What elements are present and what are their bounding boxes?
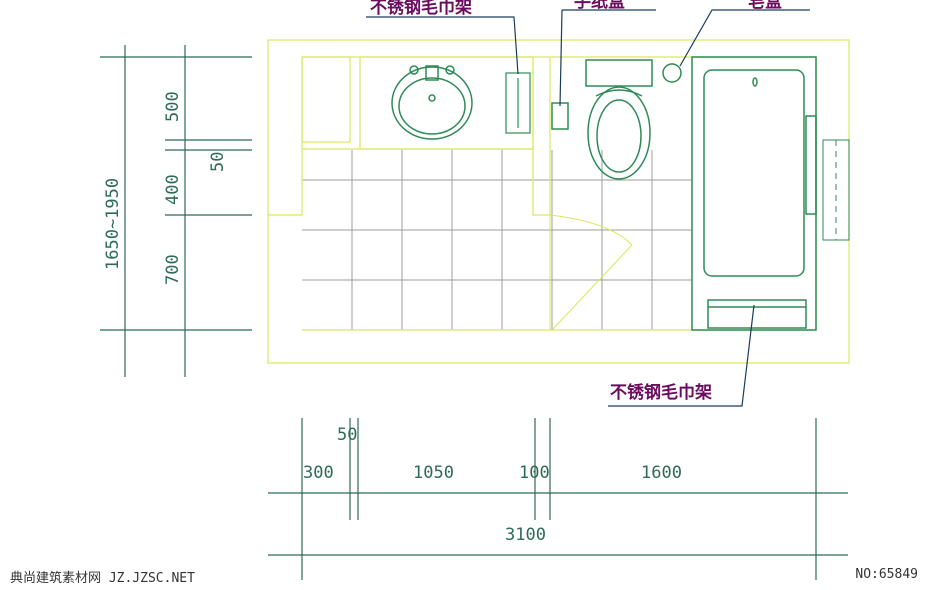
dim-h-1600: 1600 bbox=[641, 463, 682, 483]
bathtub bbox=[691, 56, 817, 331]
label-soap-dish: 皂盒 bbox=[748, 0, 783, 12]
dim-h-total: 3100 bbox=[505, 525, 546, 545]
dim-h-50: 50 bbox=[337, 425, 357, 445]
dim-v-400: 400 bbox=[163, 174, 183, 205]
dim-v-700: 700 bbox=[163, 254, 183, 285]
door bbox=[549, 214, 633, 331]
label-towel-rack-top: 不锈钢毛巾架 bbox=[370, 0, 472, 18]
washbasin bbox=[391, 65, 473, 140]
label-towel-rack-bottom: 不锈钢毛巾架 bbox=[610, 382, 712, 403]
footer-site: 典尚建筑素材网 JZ.JZSC.NET bbox=[10, 571, 195, 586]
label-paper-box: 手纸盒 bbox=[574, 0, 626, 12]
vertical-dimension-lines bbox=[100, 45, 252, 377]
toilet bbox=[551, 59, 682, 180]
horizontal-dimension-lines bbox=[268, 418, 848, 580]
dim-h-1050: 1050 bbox=[413, 463, 454, 483]
leader-lines bbox=[366, 9, 810, 407]
dim-h-300: 300 bbox=[303, 463, 334, 483]
footer-number: NO:65849 bbox=[855, 567, 918, 582]
dim-h-100: 100 bbox=[519, 463, 550, 483]
dim-overall-height: 1650~1950 bbox=[103, 178, 123, 270]
dim-v-500: 500 bbox=[163, 91, 183, 122]
walls bbox=[267, 39, 850, 364]
towel-rack-top bbox=[505, 72, 531, 134]
dim-v-50: 50 bbox=[208, 152, 228, 172]
window bbox=[822, 139, 850, 241]
floor-tiles bbox=[302, 150, 692, 330]
